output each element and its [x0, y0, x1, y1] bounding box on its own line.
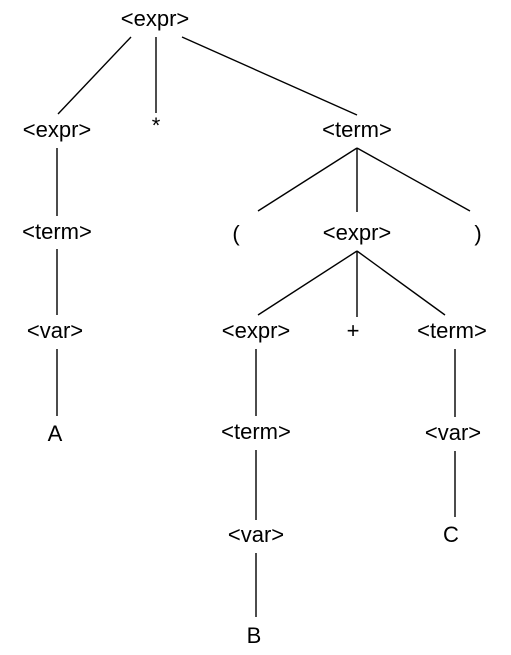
edge-expr_root-to-term_right: [181, 36, 358, 116]
edge-expr_mid-to-term_inner: [356, 250, 446, 316]
node-star: *: [152, 113, 161, 138]
edge-expr_mid-to-expr_inner: [257, 250, 358, 316]
node-term-left: <term>: [22, 219, 92, 244]
edge-term_right-to-rparen: [356, 147, 471, 212]
node-a: A: [48, 421, 63, 446]
node-expr-inner: <expr>: [222, 318, 291, 343]
node-term-b: <term>: [221, 419, 291, 444]
node-b: B: [247, 623, 262, 648]
node-var-left: <var>: [27, 318, 83, 343]
node-expr-root: <expr>: [121, 6, 190, 31]
node-var-c: <var>: [425, 420, 481, 445]
node-plus: +: [347, 318, 360, 343]
tree-edges: [56, 36, 471, 617]
edge-term_right-to-lparen: [257, 147, 358, 212]
node-rparen: ): [474, 221, 481, 246]
node-expr-mid: <expr>: [323, 220, 392, 245]
node-c: C: [443, 522, 459, 547]
edge-expr_root-to-expr_left: [57, 36, 132, 115]
node-term-inner: <term>: [417, 318, 487, 343]
node-lparen: (: [232, 221, 240, 246]
node-expr-left: <expr>: [23, 117, 92, 142]
node-var-b: <var>: [228, 522, 284, 547]
node-term-right: <term>: [322, 117, 392, 142]
tree-nodes: <expr> <expr> * <term> <term> ( <expr>) <var> <e…: [22, 6, 487, 648]
